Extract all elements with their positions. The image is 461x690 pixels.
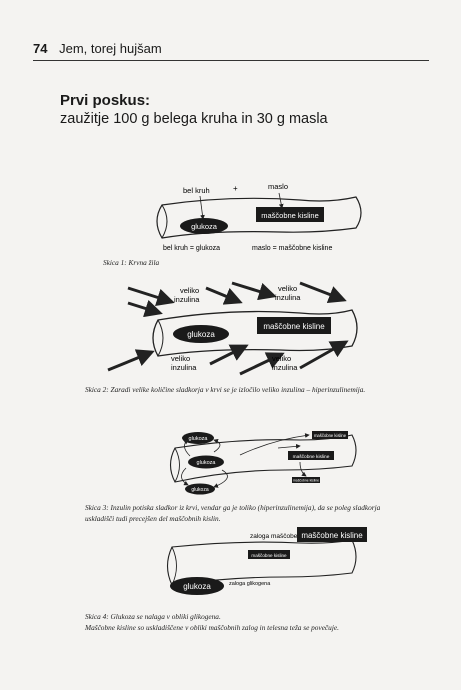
fatty-acids-label-1: maščobne kisline: [261, 211, 319, 220]
glucose-blob-3-top: [182, 432, 214, 444]
plus-sign: +: [233, 184, 238, 193]
glucose-blob-3-mid: [188, 455, 224, 469]
fatty-box-3-small: [292, 477, 320, 483]
header-rule: [33, 60, 429, 61]
caption-sketch-4-line-2: Maščobne kisline so uskladiščene v oblik…: [85, 623, 339, 632]
glucose-blob-2: [173, 325, 229, 343]
fatty-box-4-small: [248, 550, 290, 559]
running-title: Jem, torej hujšam: [59, 41, 162, 56]
glucose-blob-4: [170, 577, 224, 595]
blood-vessel-2: [152, 309, 358, 357]
glucose-label-4: glukoza: [183, 582, 211, 591]
fatty-acids-label-2: maščobne kisline: [263, 322, 325, 331]
insulin-push-arrows: [181, 433, 310, 488]
fatty-label-4-big: maščobne kisline: [301, 531, 363, 540]
caption-sketch-3-line-1: Skica 3: Inzulin potiska sladkor iz krvi…: [85, 503, 381, 512]
caption-sketch-4-line-1: Skica 4: Glukoza se nalaga v obliki glik…: [85, 612, 221, 621]
arrow-butter: [278, 192, 284, 209]
fatty-box-3-top: [312, 431, 348, 439]
fat-storage-label: zaloga maščobe: [250, 533, 298, 540]
glucose-label-2: glukoza: [187, 330, 215, 339]
sketch-2: glukoza maščobne kisline veliko inzulina…: [107, 281, 358, 376]
glycogen-storage-label: zaloga glikogena: [229, 581, 271, 587]
glucose-label-3-top: glukoza: [189, 436, 209, 442]
insulin-arrows: [107, 281, 349, 376]
sketch-3: glukoza glukoza glukoza maščobne kisline…: [169, 431, 357, 495]
glucose-label-3-bottom: glukoza: [191, 487, 208, 493]
sketch-1: bel kruh + maslo glukoza maščobne kislin…: [156, 182, 362, 252]
glucose-label-1: glukoza: [191, 222, 218, 231]
label-bread: bel kruh: [183, 186, 210, 195]
caption-sketch-2: Skica 2: Zaradi velike količine sladkorj…: [85, 385, 366, 394]
fatty-label-3-small: maščobne kisline: [293, 479, 319, 483]
fatty-box-4-big: [297, 527, 367, 542]
caption-sketch-1: Skica 1: Krvna žila: [103, 258, 160, 267]
fatty-label-4-small: maščobne kisline: [251, 553, 287, 558]
fatty-acids-box-2: [257, 317, 331, 334]
arrow-bread: [199, 195, 205, 220]
insulin-top-right-2: inzulina: [275, 293, 301, 302]
insulin-bottom-right-2: inzulina: [272, 363, 298, 372]
fatty-acids-box-1: [256, 207, 324, 222]
running-header: 74 Jem, torej hujšam: [33, 41, 162, 56]
blood-vessel-1: [156, 196, 362, 239]
glucose-blob-3-bottom: [185, 483, 215, 495]
insulin-top-left-1: veliko: [180, 286, 199, 295]
insulin-bottom-right-1: veliko: [272, 354, 291, 363]
section-subtitle: zaužitje 100 g belega kruha in 30 g masl…: [60, 111, 328, 127]
insulin-top-left-2: inzulina: [174, 295, 200, 304]
page-number: 74: [33, 41, 48, 56]
equation-butter: maslo = maščobne kisline: [252, 245, 332, 252]
caption-sketch-3-line-2: uskladišči tudi precejšen del maščobnih …: [85, 514, 221, 523]
equation-bread: bel kruh = glukoza: [163, 245, 220, 252]
insulin-bottom-left-1: veliko: [171, 354, 190, 363]
sketch-4: zaloga maščobe maščobne kisline maščobne…: [166, 527, 367, 595]
fatty-box-3-mid: [288, 451, 334, 460]
glucose-blob-1: [180, 218, 228, 234]
section-title: Prvi poskus:: [60, 92, 151, 109]
label-butter: maslo: [268, 182, 288, 191]
insulin-top-right-1: veliko: [278, 284, 297, 293]
insulin-bottom-left-2: inzulina: [171, 363, 197, 372]
glucose-label-3-mid: glukoza: [197, 460, 217, 466]
fatty-label-3-mid: maščobne kisline: [293, 454, 330, 460]
fatty-label-3-top: maščobne kisline: [314, 433, 347, 438]
